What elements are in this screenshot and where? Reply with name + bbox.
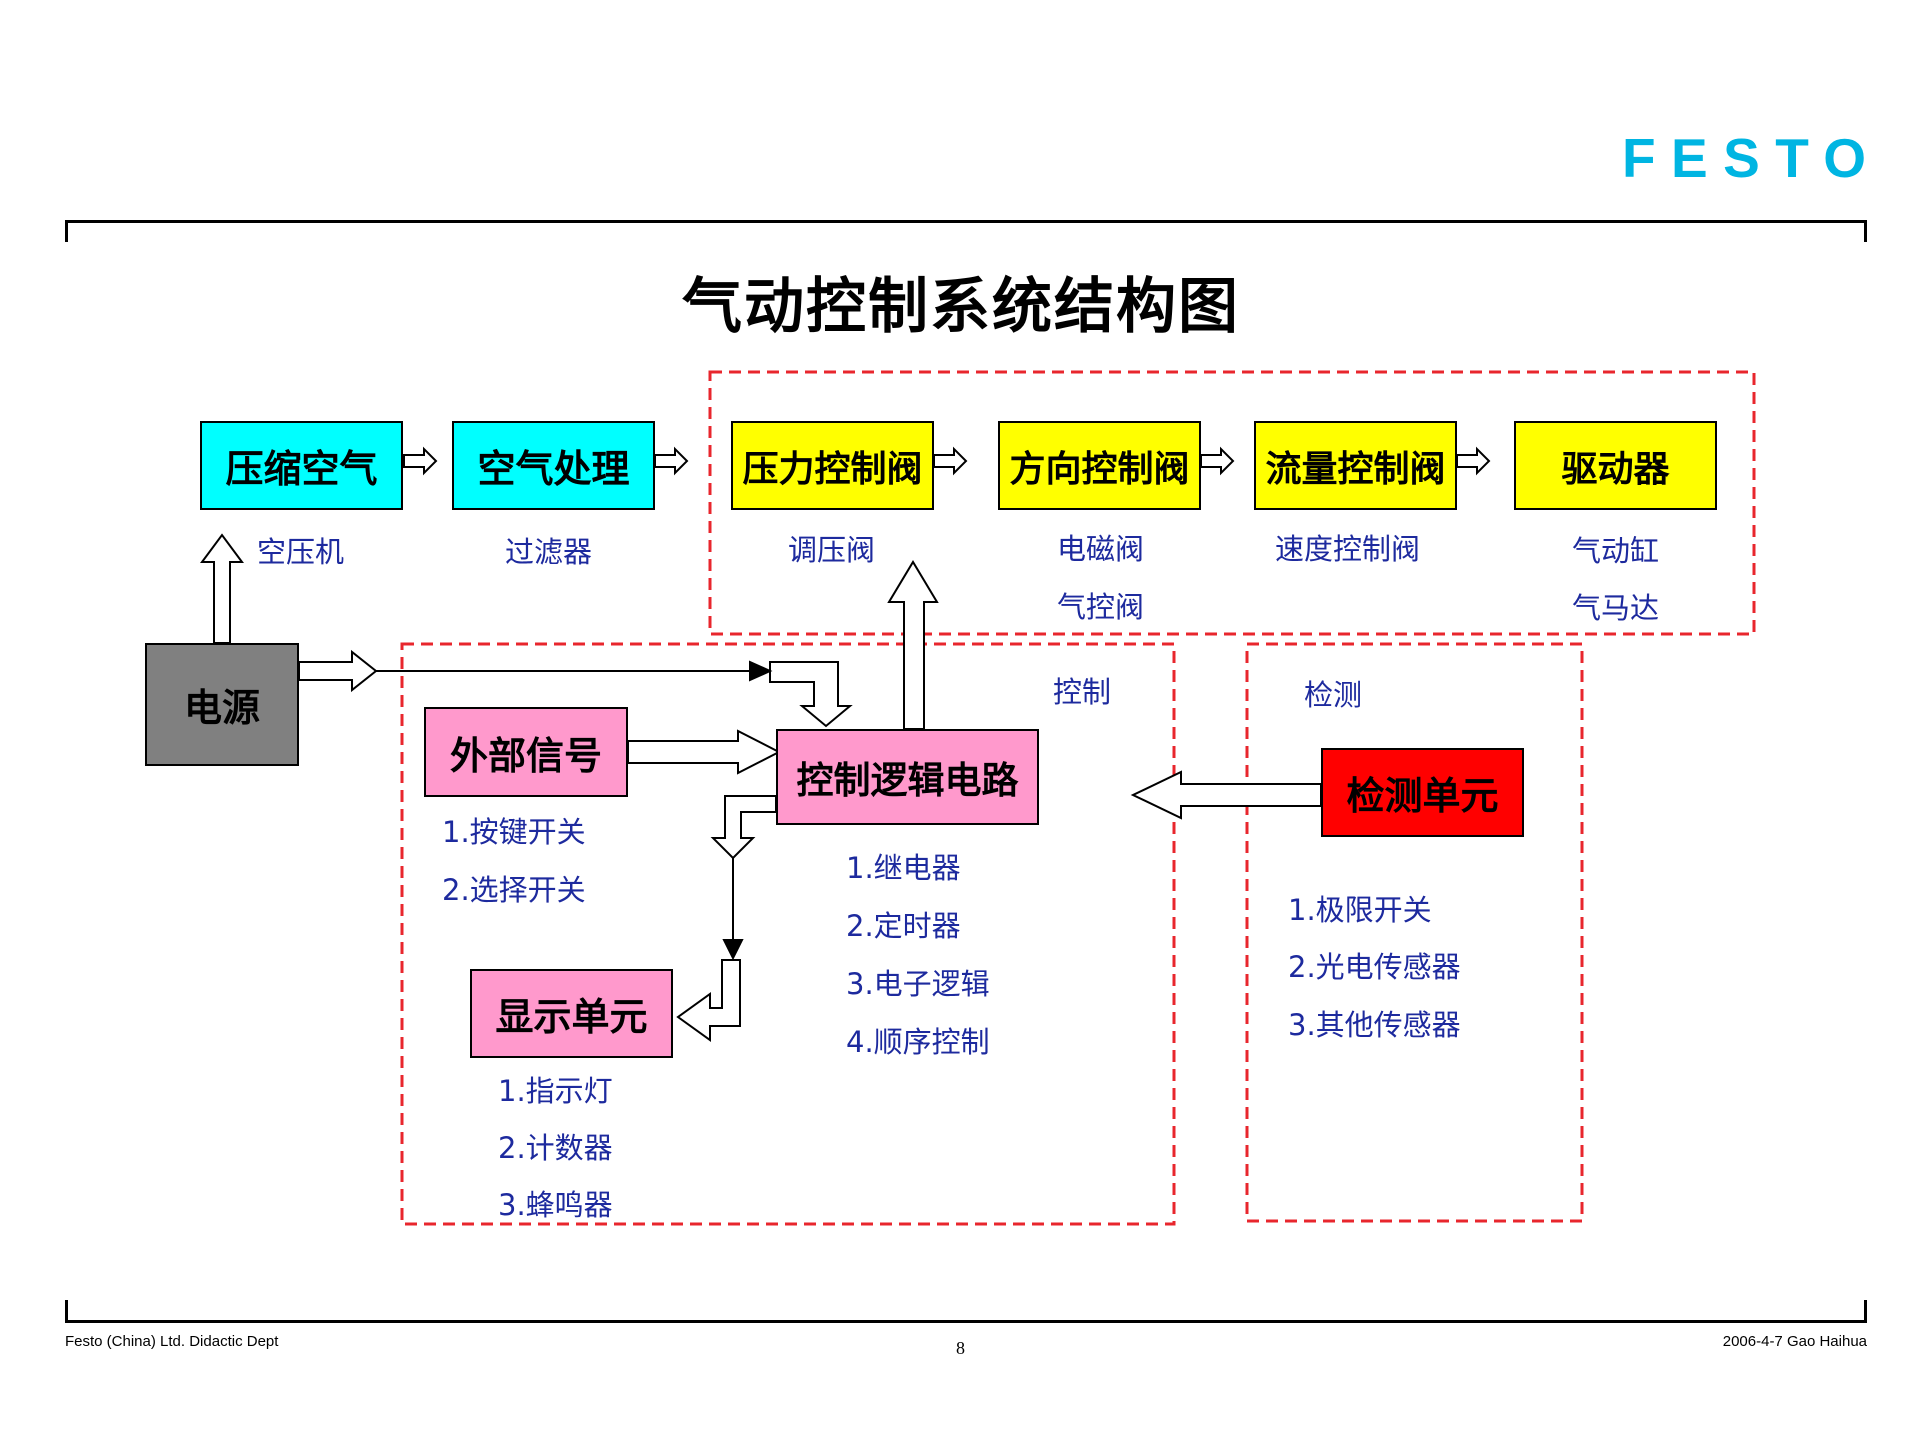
solenoid-valve-label: 电磁阀 [1057,532,1145,566]
arrow-treatment-to-pressure [654,446,689,476]
logic-item: 2.定时器 [846,909,961,943]
footer-rule-right-tick [1864,1300,1867,1322]
cylinder-label: 气动缸 [1572,534,1660,568]
direction-valve-box: 方向控制阀 [998,421,1201,510]
display-item: 2.计数器 [498,1131,613,1165]
logic-item: 1.继电器 [846,851,961,885]
detect-item: 2.光电传感器 [1288,950,1461,984]
arrow-direction-to-flow [1200,446,1235,476]
arrow-detect-to-logic [1130,770,1322,820]
control-region-label: 控制 [1053,675,1112,709]
control-region [400,642,1176,1226]
external-signal-item: 2.选择开关 [442,873,586,907]
detect-unit-box: 检测单元 [1321,748,1524,837]
control-logic-box: 控制逻辑电路 [776,729,1039,825]
display-feed-head [722,939,744,961]
arrow-into-display [676,959,741,1042]
filter-label: 过滤器 [505,535,593,569]
header-rule-right-tick [1864,220,1867,242]
detect-item: 3.其他传感器 [1288,1008,1461,1042]
pressure-valve-box: 压力控制阀 [731,421,934,510]
regulator-label: 调压阀 [788,533,876,567]
arrow-compressed-to-treatment [403,446,438,476]
detect-region-label: 检测 [1304,678,1363,712]
arrow-power-right [298,649,378,693]
page-number: 8 [956,1338,965,1358]
pilot-valve-label: 气控阀 [1057,590,1145,624]
festo-logo: FESTO [1622,133,1866,183]
arrow-bend-into-logic [769,661,853,728]
arrow-logic-down-bend [710,795,777,860]
footer-rule [65,1320,1867,1323]
display-item: 3.蜂鸣器 [498,1188,613,1222]
arrow-logic-to-valves [887,560,939,730]
air-treatment-box: 空气处理 [452,421,655,510]
actuator-box: 驱动器 [1514,421,1717,510]
detect-region [1245,642,1584,1223]
air-motor-label: 气马达 [1572,591,1660,625]
page-title: 气动控制系统结构图 [682,272,1240,342]
speed-valve-label: 速度控制阀 [1275,532,1421,566]
logic-item: 3.电子逻辑 [846,967,990,1001]
flow-valve-box: 流量控制阀 [1254,421,1457,510]
detect-item: 1.极限开关 [1288,893,1432,927]
arrow-flow-to-actuator [1456,446,1491,476]
footer-left: Festo (China) Ltd. Didactic Dept [65,1333,279,1350]
compressed-air-box: 压缩空气 [200,421,403,510]
valve-region [708,370,1756,636]
compressor-label: 空压机 [257,535,345,569]
footer-rule-left-tick [65,1300,68,1322]
arrow-pressure-to-direction [933,446,968,476]
arrow-power-to-compressor [200,533,244,644]
external-signal-box: 外部信号 [424,707,628,797]
logic-item: 4.顺序控制 [846,1025,990,1059]
display-unit-box: 显示单元 [470,969,673,1058]
external-signal-item: 1.按键开关 [442,815,586,849]
display-item: 1.指示灯 [498,1074,613,1108]
header-rule-left-tick [65,220,68,242]
header-rule [65,220,1867,223]
arrow-signal-to-logic [627,729,782,775]
power-line-head [749,660,773,682]
footer-right: 2006-4-7 Gao Haihua [1722,1333,1867,1350]
power-box: 电源 [145,643,299,766]
